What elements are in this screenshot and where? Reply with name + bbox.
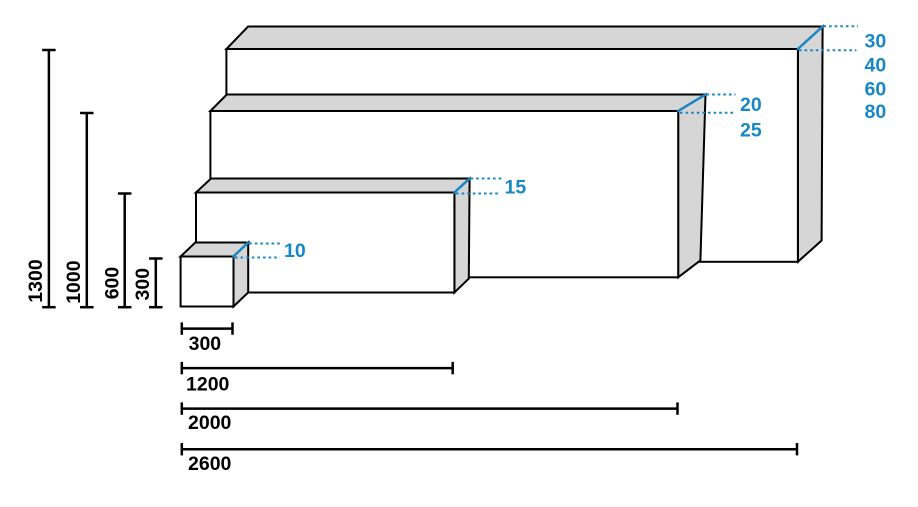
svg-text:2000: 2000 bbox=[188, 412, 232, 434]
svg-text:300: 300 bbox=[132, 268, 154, 301]
svg-text:30: 30 bbox=[865, 30, 887, 52]
svg-text:20: 20 bbox=[740, 94, 762, 116]
svg-text:80: 80 bbox=[865, 101, 887, 123]
svg-text:15: 15 bbox=[505, 177, 527, 199]
svg-text:1000: 1000 bbox=[63, 260, 85, 304]
svg-text:300: 300 bbox=[189, 333, 222, 355]
svg-text:40: 40 bbox=[865, 54, 887, 76]
svg-text:25: 25 bbox=[740, 119, 762, 141]
svg-text:1200: 1200 bbox=[186, 373, 230, 395]
svg-text:2600: 2600 bbox=[188, 453, 232, 475]
svg-text:10: 10 bbox=[284, 240, 306, 262]
svg-text:60: 60 bbox=[865, 78, 887, 100]
svg-text:600: 600 bbox=[102, 267, 124, 300]
svg-text:1300: 1300 bbox=[25, 259, 47, 303]
